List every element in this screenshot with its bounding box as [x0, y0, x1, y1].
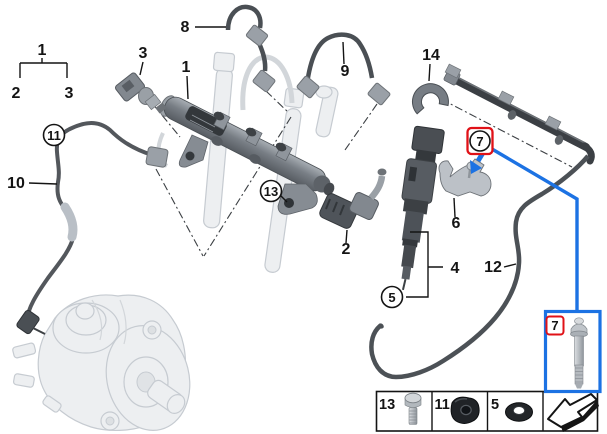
callout-12[interactable]: 12 [484, 259, 502, 276]
callout-group-2[interactable]: 2 [12, 85, 21, 102]
svg-text:7: 7 [476, 134, 483, 149]
callout-1-rail[interactable]: 1 [182, 59, 191, 76]
svg-text:5: 5 [388, 290, 395, 305]
svg-text:11: 11 [435, 397, 450, 413]
callout-2-regulator[interactable]: 2 [342, 241, 351, 258]
pipe-fitting [145, 146, 169, 168]
grommet-icon [450, 396, 480, 424]
legend-cell-more[interactable] [547, 393, 599, 432]
fuel-rail [159, 95, 335, 215]
callout-14[interactable]: 14 [422, 47, 440, 64]
rail-ports [211, 111, 293, 164]
assembly-construction-lines [151, 90, 573, 257]
rail-pressure-sensor [115, 72, 167, 114]
high-pressure-pipe-pump [16, 121, 169, 335]
page-turn-arrow-icon [547, 393, 599, 432]
callout-9[interactable]: 9 [341, 63, 350, 80]
callout-group-1[interactable]: 1 [38, 42, 47, 59]
callout-8[interactable]: 8 [181, 19, 190, 36]
pipe-fitting [245, 24, 269, 47]
callout-10[interactable]: 10 [7, 175, 25, 192]
svg-text:13: 13 [379, 397, 395, 413]
fuel-injector [401, 125, 445, 291]
legend-table: 13 11 5 [375, 390, 599, 432]
legend-cell-5[interactable]: 5 [491, 397, 533, 422]
high-pressure-pipe-top [225, 4, 276, 93]
callout-3-sensor[interactable]: 3 [139, 45, 148, 62]
callout-13-circled[interactable]: 13 [259, 179, 283, 203]
highlight-arrow-icon [470, 160, 482, 174]
callout-6[interactable]: 6 [452, 215, 461, 232]
legend-cell-11[interactable]: 11 [435, 396, 480, 424]
callout-11-circled[interactable]: 11 [42, 123, 66, 147]
pipe-fitting [367, 82, 391, 106]
hex-bolt-icon [404, 392, 422, 425]
svg-text:11: 11 [47, 128, 61, 143]
pressure-control-valve [319, 168, 387, 229]
rail-mount-ear-left [178, 134, 209, 168]
rail-label-patch [185, 106, 227, 136]
ghost-injectors [156, 51, 339, 273]
ghost-high-pressure-pump [12, 294, 191, 431]
high-pressure-pipe-right [296, 32, 391, 106]
callout-7-circled-selected[interactable]: 7 [466, 126, 494, 156]
pipe-fitting [296, 75, 320, 99]
svg-text:13: 13 [264, 184, 278, 199]
pipe-fitting [252, 69, 276, 93]
callout-4[interactable]: 4 [451, 260, 460, 277]
callout-5-circled[interactable]: 5 [380, 285, 404, 309]
return-hose [369, 154, 590, 380]
washer-icon [505, 402, 533, 422]
injector-retaining-cap [411, 83, 449, 115]
highlight-connector [470, 144, 579, 311]
callout-group-3[interactable]: 3 [65, 85, 74, 102]
red-selection-box [545, 315, 565, 336]
fuel-return-rail [443, 63, 595, 165]
bolt-illustration [570, 317, 588, 389]
injector-clamp-bracket [438, 158, 492, 197]
svg-text:5: 5 [491, 397, 499, 413]
pipe-union-nut [16, 309, 40, 335]
highlighted-part-box[interactable]: 7 [543, 309, 602, 394]
legend-cell-13[interactable]: 13 [379, 392, 422, 425]
callout-7-highlight: 7 [551, 318, 558, 333]
leader-lines [19, 26, 517, 298]
